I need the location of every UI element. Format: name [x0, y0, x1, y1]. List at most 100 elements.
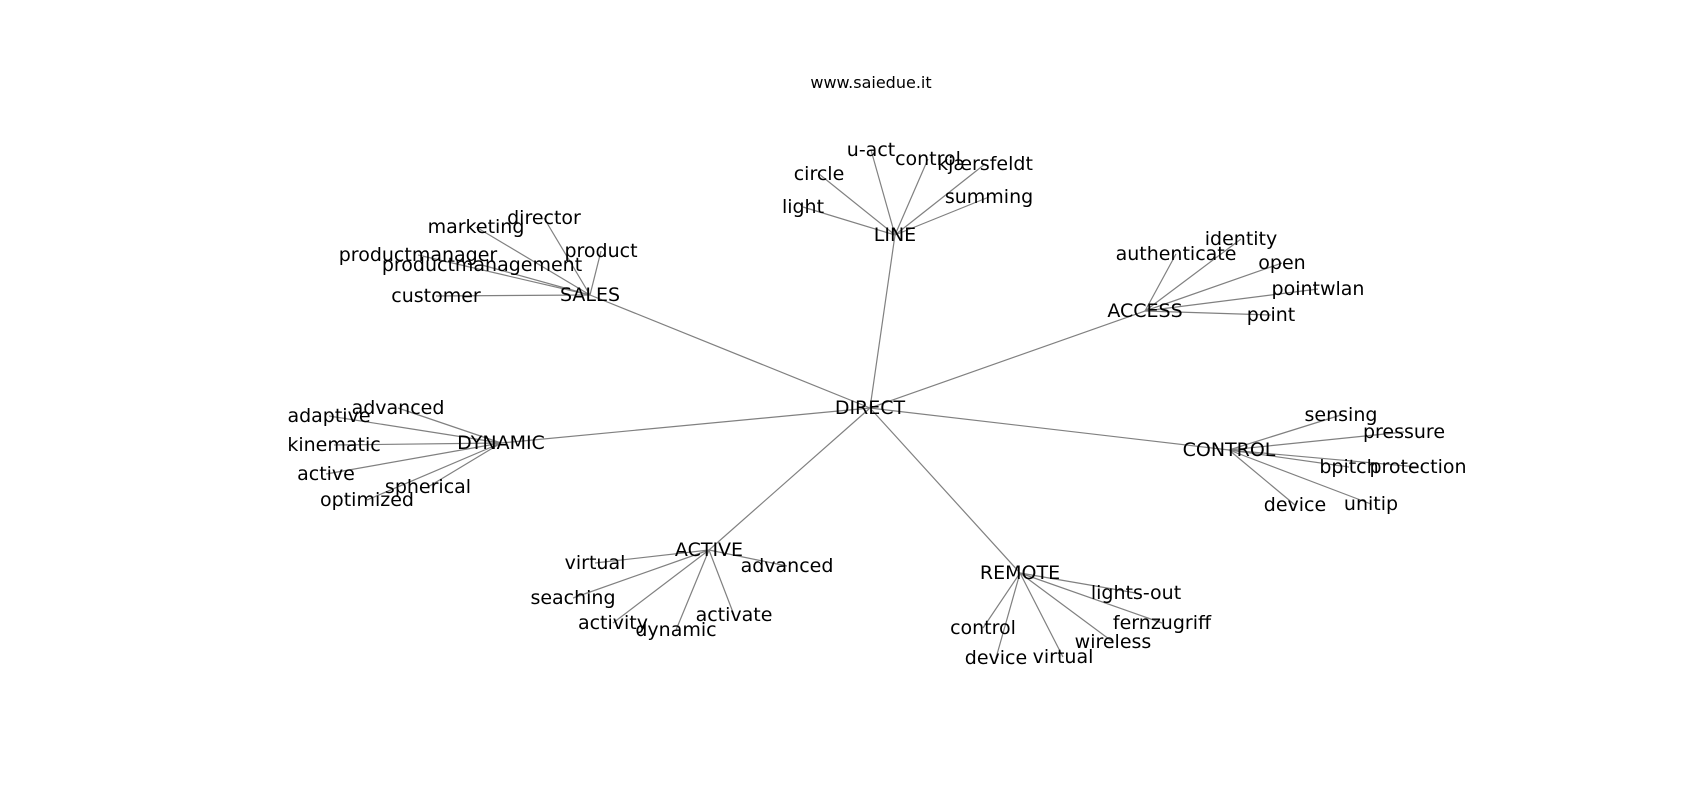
node-center: DIRECT [835, 397, 906, 419]
edge-remote-wireless [1019, 572, 1114, 643]
node-leaf-dynamic-spherical: spherical [385, 476, 471, 498]
edge-remote-virtual [1019, 572, 1064, 658]
edge-dynamic-optimized [366, 442, 502, 501]
edge-control-sensing [1228, 414, 1342, 451]
node-leaf-access-authenticate: authenticate [1116, 243, 1237, 265]
edge-line-u-act [870, 149, 896, 236]
edge-line-circle [818, 173, 896, 236]
edge-dynamic-kinematic [333, 442, 502, 446]
edge-direct-access [869, 310, 1146, 409]
node-hub-sales: SALES [560, 284, 620, 306]
edge-sales-productmanager [417, 254, 591, 296]
node-leaf-line-light: light [782, 196, 824, 218]
node-leaf-dynamic-active: active [297, 463, 355, 485]
node-leaf-line-control: control [895, 148, 961, 170]
node-leaf-active-activate: activate [696, 604, 773, 626]
node-leaf-line-kj-rsfeldt: kjærsfeldt [937, 153, 1033, 175]
node-leaf-remote-wireless: wireless [1075, 631, 1152, 653]
node-leaf-active-seaching: seaching [530, 587, 615, 609]
node-leaf-sales-director: director [507, 207, 581, 229]
node-leaf-control-bpitch: bpitch [1319, 456, 1378, 478]
edge-line-kj-rsfeldt [894, 163, 986, 236]
node-hub-line: LINE [874, 224, 916, 246]
node-leaf-remote-device: device [965, 647, 1027, 669]
node-leaf-sales-marketing: marketing [428, 216, 525, 238]
node-hub-active: ACTIVE [675, 539, 743, 561]
edge-direct-sales [589, 294, 871, 409]
edge-sales-product [589, 250, 602, 296]
edge-line-control [894, 158, 929, 236]
node-leaf-dynamic-kinematic: kinematic [287, 434, 380, 456]
edge-sales-marketing [475, 226, 591, 296]
edge-line-light [802, 206, 896, 236]
node-leaf-active-advanced: advanced [741, 555, 834, 577]
edge-direct-control [869, 407, 1230, 451]
edge-control-bpitch [1228, 449, 1350, 468]
node-hub-access: ACCESS [1107, 300, 1182, 322]
node-hub-dynamic: DYNAMIC [457, 432, 545, 454]
node-leaf-remote-lights-out: lights-out [1091, 582, 1181, 604]
edge-active-virtual [594, 549, 710, 564]
node-leaf-line-u-act: u-act [847, 139, 895, 161]
diagram-title: www.saiedue.it [810, 73, 931, 92]
node-leaf-active-activity: activity [578, 612, 648, 634]
node-leaf-active-dynamic: dynamic [635, 619, 716, 641]
edge-remote-fernzugriff [1019, 572, 1163, 624]
edge-sales-productmanagement [481, 264, 591, 296]
edge-direct-active [708, 407, 871, 551]
node-leaf-line-circle: circle [794, 163, 845, 185]
node-leaf-control-sensing: sensing [1305, 404, 1378, 426]
edge-access-pointwlan [1144, 288, 1319, 312]
edge-line-summing [894, 196, 990, 236]
edge-control-unitip [1228, 449, 1372, 505]
node-hub-remote: REMOTE [980, 562, 1060, 584]
node-leaf-access-identity: identity [1205, 228, 1278, 250]
edges-layer [325, 149, 1419, 659]
edge-active-dynamic [675, 549, 710, 631]
node-leaf-active-virtual: virtual [565, 552, 626, 574]
edge-direct-remote [869, 407, 1021, 574]
node-leaf-control-pressure: pressure [1363, 421, 1445, 443]
edge-active-activity [612, 549, 710, 624]
node-leaf-access-point: point [1247, 304, 1295, 326]
edge-sales-director [543, 217, 591, 296]
node-leaf-sales-productmanagement: productmanagement [382, 254, 582, 276]
edge-control-protection [1228, 449, 1419, 468]
node-leaf-control-device: device [1264, 494, 1326, 516]
node-leaf-line-summing: summing [945, 186, 1033, 208]
node-leaf-dynamic-adaptive: adaptive [287, 405, 370, 427]
edge-active-seaching [572, 549, 710, 599]
edge-dynamic-spherical [427, 442, 502, 488]
edge-active-activate [708, 549, 735, 616]
node-leaf-remote-virtual: virtual [1033, 646, 1094, 668]
node-leaf-sales-productmanager: productmanager [339, 244, 498, 266]
edge-remote-lights-out [1019, 572, 1137, 594]
edge-access-identity [1144, 238, 1242, 312]
edge-access-point [1144, 310, 1272, 316]
edge-direct-dynamic [500, 407, 871, 444]
edge-control-device [1228, 449, 1296, 506]
node-hub-control: CONTROL [1183, 439, 1276, 461]
node-leaf-access-open: open [1258, 252, 1305, 274]
node-leaf-remote-fernzugriff: fernzugriff [1113, 612, 1212, 634]
edge-remote-device [995, 572, 1021, 659]
node-leaf-dynamic-advanced: advanced [352, 397, 445, 419]
edge-direct-line [869, 234, 896, 409]
node-leaf-access-pointwlan: pointwlan [1272, 278, 1365, 300]
edge-access-open [1144, 262, 1283, 312]
edge-dynamic-active [325, 442, 502, 475]
edge-dynamic-adaptive [328, 415, 502, 444]
edge-access-authenticate [1144, 253, 1177, 312]
node-leaf-dynamic-optimized: optimized [320, 489, 414, 511]
node-leaf-control-protection: protection [1369, 456, 1466, 478]
node-leaf-sales-product: product [564, 240, 637, 262]
edge-remote-control [982, 572, 1021, 629]
edge-dynamic-advanced [397, 407, 502, 444]
edge-control-pressure [1228, 431, 1405, 451]
node-leaf-remote-control: control [950, 617, 1016, 639]
node-leaf-control-unitip: unitip [1344, 493, 1398, 515]
edge-sales-customer [435, 294, 591, 297]
edge-active-advanced [708, 549, 788, 567]
